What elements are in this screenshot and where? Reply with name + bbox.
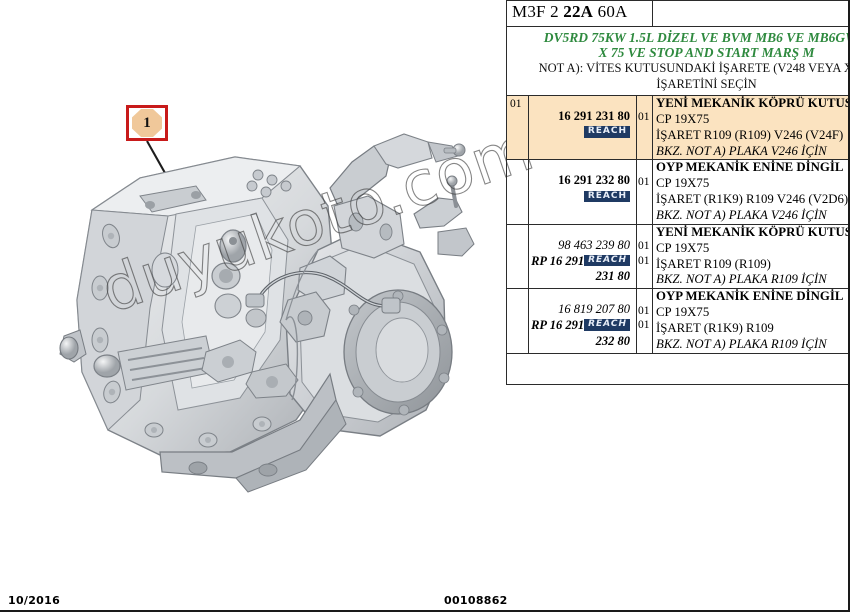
callout-octagon: 1 bbox=[132, 109, 162, 137]
desc-marking: İŞARET R109 (R109) V246 (V24F) bbox=[656, 127, 844, 142]
callout-number: 1 bbox=[143, 114, 151, 131]
row-index bbox=[506, 159, 529, 225]
parts-table: M3F 2 22A 60A DV5RD 75KW 1.5L DİZEL VE B… bbox=[506, 0, 850, 385]
header-note-cell: DV5RD 75KW 1.5L DİZEL VE BVM MB6 VE MB6G… bbox=[506, 26, 850, 96]
table-header-row: DV5RD 75KW 1.5L DİZEL VE BVM MB6 VE MB6G… bbox=[506, 26, 850, 96]
reference-number: 98 463 239 80 bbox=[558, 237, 630, 252]
gearbox-diagram bbox=[59, 133, 475, 493]
row-description: OYP MEKANİK ENİNE DİNGİL CP 19X75 İŞARET… bbox=[652, 159, 850, 225]
reach-badge-wrap: REACH bbox=[529, 189, 636, 205]
reach-badge: REACH bbox=[584, 319, 630, 331]
desc-marking: İŞARET R109 (R109) bbox=[656, 256, 771, 271]
reference-number: 16 291 232 80 bbox=[558, 173, 630, 188]
row-quantity: . 01 01 bbox=[636, 288, 653, 354]
desc-marking: İŞARET (R1K9) R109 V246 (V2D6) bbox=[656, 192, 849, 207]
desc-code: CP 19X75 bbox=[656, 240, 710, 255]
desc-title: YENİ MEKANİK KÖPRÜ KUTUSU bbox=[656, 95, 850, 110]
assembly-code-cell: M3F 2 22A 60A bbox=[506, 0, 653, 27]
row-quantity: . 01 bbox=[636, 159, 653, 225]
qty-blank: . bbox=[637, 225, 652, 239]
reach-badge: REACH bbox=[583, 126, 630, 138]
table-tail-cell bbox=[506, 352, 850, 385]
desc-code: CP 19X75 bbox=[656, 305, 710, 320]
replacement-reference-text: RP 16 291 bbox=[531, 253, 585, 268]
table-title-row: M3F 2 22A 60A bbox=[506, 0, 850, 27]
header-note-line-1: NOT A): VİTES KUTUSUNDAKİ İŞARETE (V248 … bbox=[538, 61, 850, 76]
row-reference[interactable]: 16 291 232 80 REACH bbox=[528, 159, 637, 225]
table-tail-row bbox=[506, 352, 850, 385]
qty-value-alt: 01 bbox=[638, 254, 650, 267]
desc-marking: İŞARET (R1K9) R109 bbox=[656, 321, 774, 335]
qty-value-alt: 01 bbox=[638, 319, 650, 332]
row-index bbox=[506, 288, 529, 354]
reference-number: 16 819 207 80 bbox=[558, 302, 630, 317]
desc-title: OYP MEKANİK ENİNE DİNGİL bbox=[656, 289, 844, 304]
row-index: 01 bbox=[506, 94, 529, 161]
qty-blank: . bbox=[637, 96, 652, 110]
reference-number: 16 291 231 80 bbox=[558, 108, 630, 123]
header-green-line-1: DV5RD 75KW 1.5L DİZEL VE BVM MB6 VE MB6G… bbox=[543, 30, 850, 45]
row-quantity: . 01 01 bbox=[636, 223, 653, 290]
desc-code: CP 19X75 bbox=[656, 111, 710, 126]
reach-badge: REACH bbox=[583, 190, 630, 202]
assembly-code-suffix: 60A bbox=[593, 2, 628, 21]
row-index bbox=[506, 223, 529, 290]
row-description: OYP MEKANİK ENİNE DİNGİL CP 19X75 İŞARET… bbox=[652, 288, 850, 354]
desc-note: BKZ. NOT A) PLAKA R109 İÇİN bbox=[656, 272, 827, 287]
assembly-code-prefix: M3F 2 bbox=[512, 2, 564, 21]
table-row[interactable]: 01 16 291 231 80 REACH . 01 YENİ MEKANİK… bbox=[506, 94, 850, 161]
row-description: YENİ MEKANİK KÖPRÜ KUTUSU CP 19X75 İŞARE… bbox=[652, 223, 850, 290]
replacement-reference-cont: 232 80 bbox=[595, 333, 630, 348]
qty-value: 01 bbox=[638, 240, 650, 253]
desc-note: BKZ. NOT A) PLAKA V246 İÇİN bbox=[656, 207, 827, 222]
replacement-reference-cont: 231 80 bbox=[595, 269, 630, 284]
reach-badge-wrap: REACH bbox=[529, 125, 636, 141]
header-note-line-2: İŞARETİNİ SEÇİN bbox=[656, 76, 757, 91]
table-row[interactable]: 16 291 232 80 REACH . 01 OYP MEKANİK ENİ… bbox=[506, 159, 850, 225]
replacement-reference-text: RP 16 291 bbox=[531, 318, 585, 333]
qty-blank: . bbox=[637, 160, 652, 174]
qty-value: 01 bbox=[638, 304, 650, 317]
parts-table-pane: M3F 2 22A 60A DV5RD 75KW 1.5L DİZEL VE B… bbox=[506, 0, 850, 385]
desc-code: CP 19X75 bbox=[656, 176, 710, 191]
row-reference[interactable]: 16 291 231 80 REACH bbox=[528, 94, 637, 161]
assembly-code-bold: 22A bbox=[563, 2, 594, 21]
qty-value: 01 bbox=[638, 111, 650, 124]
footer-code: 00108862 bbox=[444, 594, 508, 607]
desc-note: BKZ. NOT A) PLAKA R109 İÇİN bbox=[656, 336, 827, 351]
qty-value: 01 bbox=[638, 175, 650, 188]
qty-blank: . bbox=[637, 289, 652, 303]
desc-title: YENİ MEKANİK KÖPRÜ KUTUSU bbox=[656, 224, 850, 239]
row-quantity: . 01 bbox=[636, 94, 653, 161]
reach-badge: REACH bbox=[584, 255, 630, 267]
callout-marker-1[interactable]: 1 bbox=[126, 105, 168, 141]
row-description: YENİ MEKANİK KÖPRÜ KUTUSU CP 19X75 İŞARE… bbox=[652, 94, 850, 161]
illustration-pane: 1 bbox=[59, 105, 475, 493]
desc-note: BKZ. NOT A) PLAKA V246 İÇİN bbox=[656, 143, 827, 158]
desc-title: OYP MEKANİK ENİNE DİNGİL bbox=[656, 160, 844, 175]
footer-date: 10/2016 bbox=[8, 594, 61, 607]
header-green-line-2: X 75 VE STOP AND START MARŞ M bbox=[598, 45, 815, 61]
title-blank-cell bbox=[652, 0, 850, 27]
